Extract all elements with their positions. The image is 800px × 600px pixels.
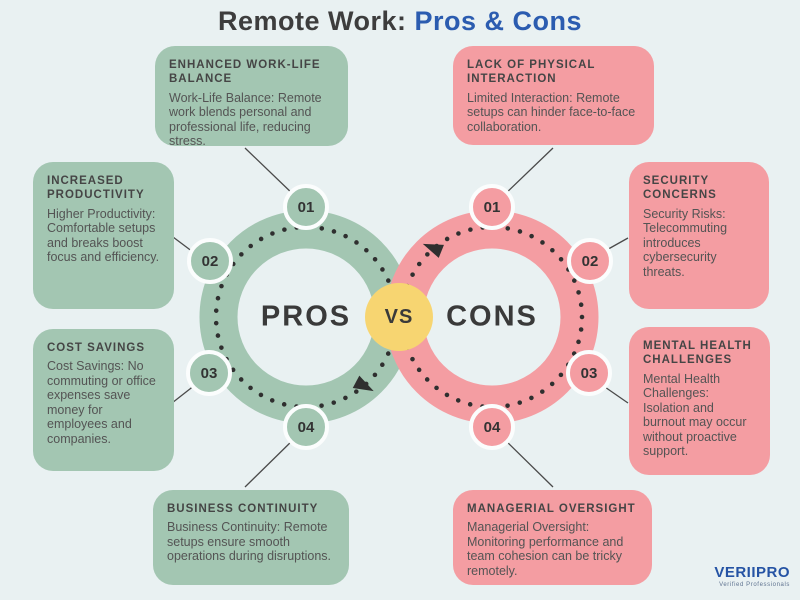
connector-line bbox=[501, 436, 554, 488]
card-body: Higher Productivity: Comfortable setups … bbox=[47, 206, 160, 265]
connector-line bbox=[244, 436, 297, 488]
card-heading: ENHANCED WORK-LIFE BALANCE bbox=[169, 59, 321, 86]
card-body: Cost Savings: No commuting or office exp… bbox=[47, 359, 156, 446]
card-heading: SECURITY CONCERNS bbox=[643, 175, 717, 202]
card-heading: LACK OF PHYSICAL INTERACTION bbox=[467, 59, 596, 86]
brand-logo-tagline: Verified Professionals bbox=[719, 582, 790, 588]
cons-card-mental-health-challenges: MENTAL HEALTH CHALLENGES Mental Health C… bbox=[629, 327, 770, 475]
page-title-highlight: Pros & Cons bbox=[414, 6, 583, 36]
cons-dotted-circle bbox=[399, 224, 585, 410]
cons-badge-04: 04 bbox=[469, 404, 515, 450]
card-heading: INCREASED PRODUCTIVITY bbox=[47, 175, 145, 202]
pros-card-increased-productivity: INCREASED PRODUCTIVITY Higher Productivi… bbox=[33, 162, 174, 309]
vs-badge: VS bbox=[365, 283, 433, 351]
cons-label: CONS bbox=[446, 300, 538, 333]
pros-flow-arrow-icon bbox=[352, 375, 374, 392]
pros-badge-01: 01 bbox=[283, 184, 329, 230]
pros-card-cost-savings: COST SAVINGS Cost Savings: No commuting … bbox=[33, 329, 174, 471]
cons-card-security-concerns: SECURITY CONCERNS Security Risks: Teleco… bbox=[629, 162, 769, 309]
pros-badge-04: 04 bbox=[283, 404, 329, 450]
card-body: Business Continuity: Remote setups ensur… bbox=[167, 520, 331, 564]
card-body: Managerial Oversight: Monitoring perform… bbox=[467, 520, 624, 578]
cons-flow-arrow-icon bbox=[422, 243, 444, 258]
pros-card-business-continuity: BUSINESS CONTINUITY Business Continuity:… bbox=[153, 490, 349, 585]
card-body: Work-Life Balance: Remote work blends pe… bbox=[169, 90, 322, 146]
pros-card-enhanced-work-life-balance: ENHANCED WORK-LIFE BALANCE Work-Life Bal… bbox=[155, 46, 348, 146]
brand-logo-name: VERIIPRO bbox=[714, 564, 790, 581]
pros-badge-02: 02 bbox=[187, 238, 233, 284]
connector-line bbox=[501, 147, 554, 198]
cons-badge-01: 01 bbox=[469, 184, 515, 230]
card-heading: COST SAVINGS bbox=[47, 342, 146, 354]
card-heading: BUSINESS CONTINUITY bbox=[167, 503, 319, 515]
pros-badge-03: 03 bbox=[186, 350, 232, 396]
card-body: Limited Interaction: Remote setups can h… bbox=[467, 90, 636, 134]
page-title: Remote Work: Pros & Cons bbox=[0, 6, 800, 37]
cons-badge-03: 03 bbox=[566, 350, 612, 396]
cons-card-lack-of-physical-interaction: LACK OF PHYSICAL INTERACTION Limited Int… bbox=[453, 46, 654, 145]
card-body: Mental Health Challenges: Isolation and … bbox=[643, 371, 747, 459]
card-heading: MANAGERIAL OVERSIGHT bbox=[467, 503, 636, 515]
brand-logo: VERIIPRO Verified Professionals bbox=[714, 564, 790, 588]
cons-card-managerial-oversight: MANAGERIAL OVERSIGHT Managerial Oversigh… bbox=[453, 490, 652, 585]
card-heading: MENTAL HEALTH CHALLENGES bbox=[643, 340, 752, 367]
cons-badge-02: 02 bbox=[567, 238, 613, 284]
connector-line bbox=[244, 147, 297, 198]
card-body: Security Risks: Telecommuting introduces… bbox=[643, 206, 728, 279]
pros-label: PROS bbox=[260, 300, 352, 333]
page-title-prefix: Remote Work: bbox=[217, 6, 415, 36]
